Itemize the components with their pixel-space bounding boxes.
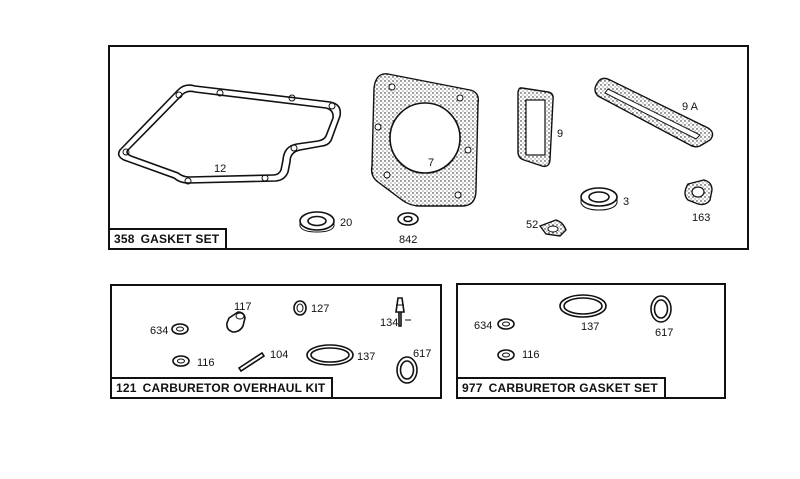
flange-gasket-163-part: 163 xyxy=(684,179,713,224)
gasket-set-part-634: 634 xyxy=(474,318,515,332)
crankcase-gasket-part: 12 xyxy=(117,84,342,185)
overhaul-part-127: 127 xyxy=(293,300,329,316)
ovh-label-127: 127 xyxy=(311,303,329,315)
overhaul-part-137: 137 xyxy=(306,344,375,366)
ovh-label-617: 617 xyxy=(413,348,431,360)
carb-overhaul-caption: 121 CARBURETOR OVERHAUL KIT xyxy=(112,377,334,397)
gasket-set-part-116: 116 xyxy=(497,349,540,361)
breather-gasket-part: 9 A xyxy=(594,77,714,148)
carb-gasket-title: CARBURETOR GASKET SET xyxy=(488,381,658,395)
gasket-52-part: 52 xyxy=(526,219,567,237)
ovh-label-137: 137 xyxy=(357,351,375,363)
overhaul-part-117: 117 xyxy=(226,301,252,333)
ovh-label-634: 634 xyxy=(150,325,168,337)
cgs-label-634: 634 xyxy=(474,320,492,332)
gasket-set-title: GASKET SET xyxy=(140,232,220,246)
washer-842-part: 842 xyxy=(397,212,419,246)
gasket-set-part-617: 617 xyxy=(650,295,673,339)
gasket-set-panel: 358 GASKET SET xyxy=(108,45,749,250)
carb-overhaul-panel: 121 CARBURETOR OVERHAUL KIT xyxy=(110,284,442,399)
carb-overhaul-number: 121 xyxy=(116,381,137,395)
label-3: 3 xyxy=(623,196,629,208)
ovh-label-104: 104 xyxy=(270,349,288,361)
oil-seal-20-part: 20 xyxy=(299,211,352,233)
valve-cover-gasket-part: 9 xyxy=(517,87,563,168)
gasket-set-number: 358 xyxy=(114,232,135,246)
carb-overhaul-title: CARBURETOR OVERHAUL KIT xyxy=(142,381,326,395)
carb-gasket-number: 977 xyxy=(462,381,483,395)
label-163: 163 xyxy=(692,212,710,224)
ovh-label-116: 116 xyxy=(197,357,215,369)
label-20: 20 xyxy=(340,217,352,229)
overhaul-part-104: 104 xyxy=(237,349,288,373)
label-842: 842 xyxy=(399,234,417,246)
label-9: 9 xyxy=(557,128,563,140)
carb-gasket-panel: 977 CARBURETOR GASKET SET xyxy=(456,283,726,399)
gasket-set-part-137: 137 xyxy=(559,294,607,333)
overhaul-part-116: 116 xyxy=(172,355,215,369)
label-52: 52 xyxy=(526,219,538,231)
head-gasket-part: 7 xyxy=(370,73,480,207)
cgs-label-116: 116 xyxy=(522,349,540,361)
cgs-label-137: 137 xyxy=(581,321,599,333)
overhaul-part-134: 134 xyxy=(380,297,411,329)
carb-gasket-caption: 977 CARBURETOR GASKET SET xyxy=(458,377,666,397)
label-9a: 9 A xyxy=(682,101,699,113)
label-7: 7 xyxy=(428,157,434,169)
ovh-label-134: 134 xyxy=(380,317,398,329)
gasket-set-caption: 358 GASKET SET xyxy=(110,228,228,248)
cgs-label-617: 617 xyxy=(655,327,673,339)
overhaul-part-617: 617 xyxy=(396,348,431,384)
overhaul-part-634: 634 xyxy=(150,323,189,337)
ovh-label-117: 117 xyxy=(234,301,252,313)
label-12: 12 xyxy=(214,163,226,175)
oil-seal-3-part: 3 xyxy=(580,187,629,211)
